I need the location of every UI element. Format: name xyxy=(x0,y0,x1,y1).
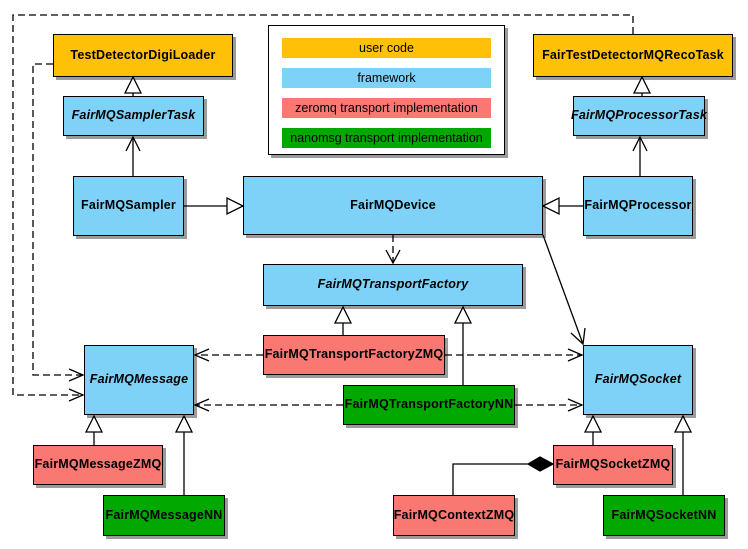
edge-factorynn-socket xyxy=(515,398,584,412)
inheritance-arrowhead xyxy=(174,414,194,433)
open-arrowhead xyxy=(193,398,210,412)
inheritance-arrowhead xyxy=(583,414,603,433)
class-box-fairmqcontextzmq: FairMQContextZMQ xyxy=(393,495,515,536)
inheritance-arrowhead xyxy=(632,75,652,94)
edge-device-transportfactory xyxy=(385,235,401,265)
legend-item-zeromq: zeromq transport implementation xyxy=(282,98,491,118)
edge-factorynn-message xyxy=(193,398,343,412)
inheritance-arrowhead xyxy=(453,305,473,324)
class-box-fairmqprocessortask: FairMQProcessorTask xyxy=(570,96,708,136)
legend: user code framework zeromq transport imp… xyxy=(268,25,505,155)
class-label: FairMQMessageZMQ xyxy=(34,457,162,472)
open-arrowhead xyxy=(385,249,401,265)
inheritance-arrowhead xyxy=(226,196,245,216)
class-label: FairMQDevice xyxy=(350,197,436,212)
class-box-fairmqtransportfactory: FairMQTransportFactory xyxy=(263,264,523,306)
composition-diamond xyxy=(526,456,555,472)
class-label: TestDetectorDigiLoader xyxy=(70,47,216,62)
edge-contextzmq-socketzmq xyxy=(452,456,555,495)
edge-processor-processortask xyxy=(632,135,648,176)
edge-factorynn-factory xyxy=(453,305,473,385)
legend-item-user-code: user code xyxy=(282,38,491,58)
class-label: FairMQSampler xyxy=(81,198,176,213)
class-box-fairmqsamplertask: FairMQSamplerTask xyxy=(63,96,204,136)
class-box-testdetectordigiloader: TestDetectorDigiLoader xyxy=(53,34,233,77)
class-box-fairmqtransportfactorynn: FairMQTransportFactoryNN xyxy=(343,385,515,425)
class-box-fairmqmessagenn: FairMQMessageNN xyxy=(103,495,225,536)
edge-messagezmq-message xyxy=(84,414,104,445)
class-box-fairmqsocketnn: FairMQSocketNN xyxy=(603,495,725,536)
class-box-fairmqsocketzmq: FairMQSocketZMQ xyxy=(553,445,673,485)
class-label: FairMQSocket xyxy=(594,372,682,387)
inheritance-arrowhead xyxy=(84,414,104,433)
edge-factoryzmq-socket xyxy=(445,348,584,362)
class-box-fairmqmessage: FairMQMessage xyxy=(84,345,194,415)
edge-processortask-recotask xyxy=(632,75,652,96)
class-label: FairMQProcessor xyxy=(584,198,692,213)
open-arrowhead xyxy=(68,388,85,402)
inheritance-arrowhead xyxy=(673,414,693,433)
legend-item-nanomsg: nanomsg transport implementation xyxy=(282,128,491,148)
class-label: FairMQTransportFactoryNN xyxy=(344,397,514,412)
class-label: FairMQSamplerTask xyxy=(71,108,196,123)
edge-socketnn-socket xyxy=(673,414,693,495)
class-box-fairmqsocket: FairMQSocket xyxy=(583,345,693,415)
class-label: FairMQSocketZMQ xyxy=(555,457,671,472)
class-box-fairmqsampler: FairMQSampler xyxy=(73,176,184,236)
edge-samplertask-testdetector xyxy=(123,75,143,96)
edge-factoryzmq-factory xyxy=(333,305,353,335)
class-box-fairtestdetectormqrecotask: FairTestDetectorMQRecoTask xyxy=(533,34,733,77)
class-label: FairTestDetectorMQRecoTask xyxy=(542,47,724,62)
class-label: FairMQProcessorTask xyxy=(570,108,708,123)
open-arrowhead xyxy=(570,327,586,346)
inheritance-arrowhead xyxy=(123,75,143,94)
edge-messagenn-message xyxy=(174,414,194,495)
class-label: FairMQContextZMQ xyxy=(393,507,515,522)
edge-device-socket xyxy=(542,234,586,346)
class-label: FairMQTransportFactory xyxy=(317,277,469,292)
edge-sampler-samplertask xyxy=(125,135,141,176)
edge-socketzmq-socket xyxy=(583,414,603,445)
class-label: FairMQMessageNN xyxy=(105,507,223,522)
inheritance-arrowhead xyxy=(541,196,560,216)
legend-item-framework: framework xyxy=(282,68,491,88)
open-arrowhead xyxy=(125,135,141,152)
class-label: FairMQMessage xyxy=(89,372,189,387)
class-box-fairmqprocessor: FairMQProcessor xyxy=(583,176,693,236)
edge-processor-device xyxy=(541,196,583,216)
edge-factoryzmq-message xyxy=(193,348,263,362)
edge-sampler-device xyxy=(184,196,245,216)
open-arrowhead xyxy=(632,135,648,152)
class-box-fairmqmessagezmq: FairMQMessageZMQ xyxy=(33,445,163,485)
open-arrowhead xyxy=(68,368,85,382)
inheritance-arrowhead xyxy=(333,305,353,324)
open-arrowhead xyxy=(193,348,210,362)
open-arrowhead xyxy=(567,398,584,412)
class-label: FairMQTransportFactoryZMQ xyxy=(264,347,444,362)
class-label: FairMQSocketNN xyxy=(611,507,717,522)
class-box-fairmqtransportfactoryzmq: FairMQTransportFactoryZMQ xyxy=(263,335,445,375)
class-box-fairmqdevice: FairMQDevice xyxy=(243,176,543,235)
open-arrowhead xyxy=(567,348,584,362)
